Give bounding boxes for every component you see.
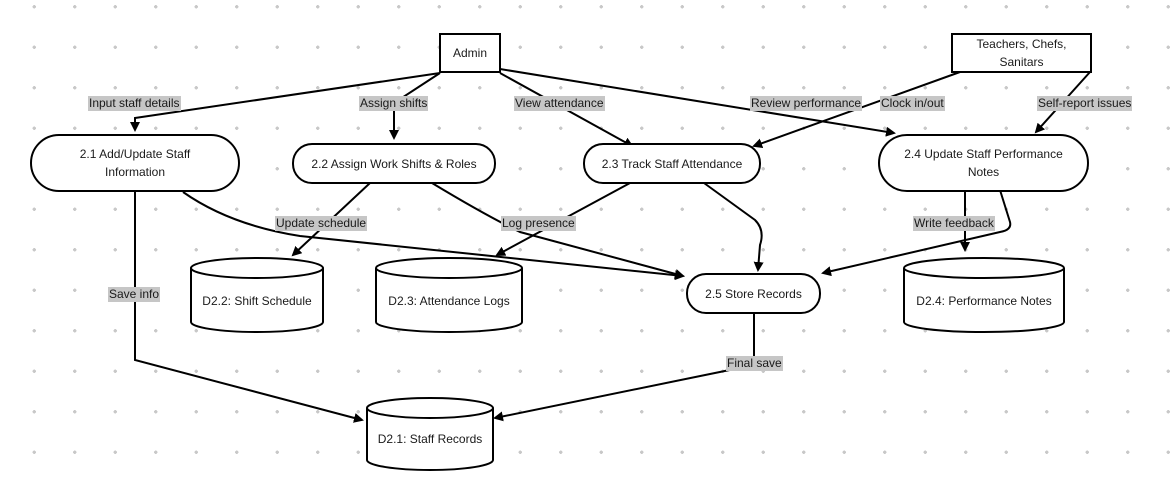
process-2-4[interactable]: 2.4 Update Staff Performance Notes — [878, 134, 1089, 192]
store-d2-1-label: D2.1: Staff Records — [377, 432, 483, 446]
process-2-5-label: 2.5 Store Records — [705, 286, 802, 301]
entity-admin[interactable]: Admin — [439, 33, 501, 73]
flow-label-final-save: Final save — [726, 356, 783, 371]
store-d2-3-label: D2.3: Attendance Logs — [388, 294, 510, 308]
store-d2-4-shape — [903, 257, 1065, 333]
flow-label-view-attendance: View attendance — [514, 96, 605, 111]
store-d2-1-shape — [366, 397, 494, 471]
process-2-3-label: 2.3 Track Staff Attendance — [601, 156, 743, 171]
edge-2-1-to-2-5 — [182, 191, 685, 281]
process-2-1-label: 2.1 Add/Update Staff Information — [79, 147, 191, 179]
store-d2-4-label: D2.4: Performance Notes — [916, 294, 1052, 308]
entity-admin-label: Admin — [452, 46, 487, 60]
process-2-4-label: 2.4 Update Staff Performance Notes — [904, 147, 1063, 179]
edge-2-4-to-2-5 — [821, 189, 1012, 277]
store-d2-4[interactable]: D2.4: Performance Notes — [904, 280, 1064, 322]
store-d2-3[interactable]: D2.3: Attendance Logs — [376, 280, 522, 322]
entity-staff[interactable]: Teachers, Chefs, Sanitars — [951, 33, 1092, 73]
store-d2-2[interactable]: D2.2: Shift Schedule — [191, 280, 323, 322]
flow-label-self-report: Self-report issues — [1037, 96, 1133, 111]
store-d2-3-shape — [375, 257, 523, 333]
flow-label-clock: Clock in/out — [880, 96, 945, 111]
edge-2-5-to-d2-1 — [493, 313, 755, 422]
process-2-2-label: 2.2 Assign Work Shifts & Roles — [311, 156, 477, 171]
store-d2-2-shape — [190, 257, 324, 333]
flow-label-log-presence: Log presence — [501, 216, 576, 231]
process-2-3[interactable]: 2.3 Track Staff Attendance — [583, 143, 761, 184]
edge-2-3-to-2-5 — [703, 182, 764, 272]
store-d2-2-label: D2.2: Shift Schedule — [202, 294, 312, 308]
edge-2-1-to-d2-1 — [134, 192, 364, 423]
process-2-1[interactable]: 2.1 Add/Update Staff Information — [30, 134, 240, 192]
edge-admin-to-2-1 — [130, 72, 441, 132]
store-d2-1[interactable]: D2.1: Staff Records — [367, 418, 493, 460]
flow-label-update-schedule: Update schedule — [275, 216, 368, 231]
flow-label-save-info: Save info — [108, 287, 161, 302]
process-2-5[interactable]: 2.5 Store Records — [686, 273, 821, 314]
edge-admin-to-2-4 — [499, 68, 896, 137]
flow-label-review-performance: Review performance — [750, 96, 863, 111]
flow-label-assign-shifts: Assign shifts — [359, 96, 429, 111]
entity-staff-label: Teachers, Chefs, Sanitars — [976, 37, 1067, 69]
flow-label-input-staff: Input staff details — [88, 96, 181, 111]
process-2-2[interactable]: 2.2 Assign Work Shifts & Roles — [292, 143, 496, 184]
flow-label-write-feedback: Write feedback — [913, 216, 995, 231]
